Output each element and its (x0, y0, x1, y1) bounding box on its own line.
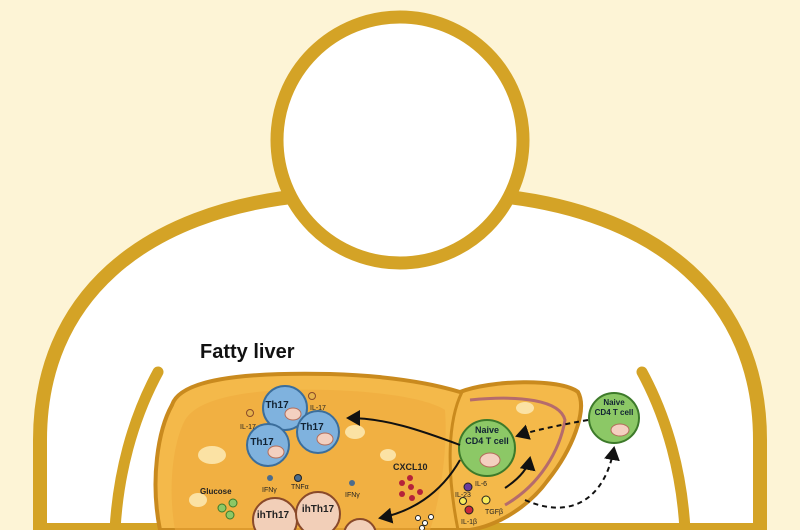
left-arm-line (109, 366, 164, 530)
particle (422, 520, 428, 526)
particle (415, 515, 421, 521)
cxcl10-dot (407, 475, 413, 481)
fat-droplet (516, 402, 534, 414)
svg-text:Th17: Th17 (265, 400, 289, 411)
fatty-liver-title: Fatty liver (200, 341, 295, 363)
arrow-naive-to-th17 (346, 410, 461, 446)
ifng-dot (267, 475, 273, 481)
svg-text:Naive: Naive (603, 398, 625, 407)
naive-cd4-cell-circulating: Naive CD4 T cell (588, 392, 640, 444)
arrow-cytokines-to-naive (504, 456, 536, 489)
glucose-dot (217, 503, 227, 513)
arrow-circulating-into-liver (515, 419, 589, 440)
fat-droplet (189, 493, 207, 507)
svg-text:Naive: Naive (475, 425, 499, 435)
svg-text:CD4 T cell: CD4 T cell (465, 436, 509, 446)
ifng-label: IFNγ (345, 492, 360, 499)
th17-cell: Th17 (296, 410, 340, 454)
tnfa-dot (294, 474, 302, 482)
tgfb-label: TGFβ (485, 509, 503, 516)
cxcl10-dot (417, 489, 423, 495)
tgfb-dot (481, 495, 491, 505)
il23-label: IL-23 (455, 492, 471, 499)
fat-droplet (380, 449, 396, 461)
arrow-naive-to-ihth17 (378, 459, 461, 524)
head (270, 10, 530, 270)
liver-lobe-divider (448, 391, 464, 530)
ihth17-cell-partial (343, 518, 377, 530)
particle (419, 525, 425, 530)
il17-label: IL-17 (240, 424, 256, 431)
il6-dot (463, 482, 473, 492)
il1b-label: IL-1β (461, 519, 477, 526)
th17-cell: Th17 (246, 423, 290, 467)
il23-dot (459, 497, 467, 505)
th17-cell: Th17 (262, 385, 308, 431)
svg-text:Th17: Th17 (250, 437, 274, 448)
fat-droplet (345, 425, 365, 439)
ifng-label: IFNγ (262, 487, 277, 494)
glucose-dot (225, 510, 235, 520)
svg-text:ihTh17: ihTh17 (302, 504, 335, 515)
svg-text:ihTh17: ihTh17 (257, 510, 290, 521)
fat-droplet (198, 446, 226, 464)
ihth17-cell: ihTh17 (295, 491, 341, 530)
ifng-dot (349, 480, 355, 486)
right-arm-line (636, 366, 691, 530)
particle (428, 514, 434, 520)
naive-cd4-cell-liver: Naive CD4 T cell (458, 419, 516, 477)
liver-inner-shading (171, 389, 446, 530)
il17-dot (246, 409, 254, 417)
cxcl10-dot (409, 495, 415, 501)
il1b-dot (464, 505, 474, 515)
cxcl10-label: CXCL10 (393, 462, 428, 472)
glucose-dot (228, 498, 238, 508)
glucose-label: Glucose (200, 487, 232, 496)
svg-text:Th17: Th17 (300, 422, 324, 433)
il17-label: IL-17 (310, 405, 326, 412)
cxcl10-dot (399, 480, 405, 486)
tnfa-label: TNFα (291, 484, 309, 491)
liver-vessel (469, 396, 567, 507)
cxcl10-dot (399, 491, 405, 497)
il17-dot (308, 392, 316, 400)
cxcl10-dot (408, 484, 414, 490)
svg-text:CD4 T cell: CD4 T cell (595, 408, 634, 417)
il6-label: IL-6 (475, 481, 487, 488)
